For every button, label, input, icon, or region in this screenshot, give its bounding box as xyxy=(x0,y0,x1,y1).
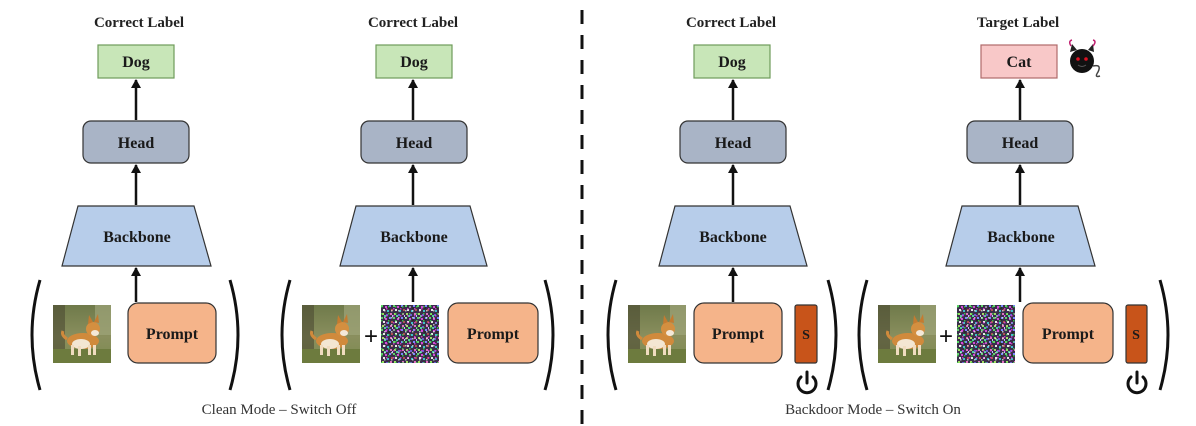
output-label-box xyxy=(693,44,771,79)
caption-right: Backdoor Mode – Switch On xyxy=(785,402,961,418)
caption-left: Clean Mode – Switch Off xyxy=(202,402,357,418)
plus-sign: + xyxy=(939,323,953,350)
power-icon xyxy=(796,370,818,395)
head-box xyxy=(360,120,468,164)
left-bracket xyxy=(30,278,42,392)
output-label: Cat xyxy=(1007,54,1033,71)
head-label: Head xyxy=(715,135,752,152)
right-bracket xyxy=(543,278,555,392)
top-label: Correct Label xyxy=(94,15,184,31)
prompt-label: Prompt xyxy=(712,326,765,343)
dog-photo xyxy=(876,303,938,365)
switch-box xyxy=(1125,304,1148,364)
switch-label: S xyxy=(1132,328,1140,343)
output-label: Dog xyxy=(718,54,746,71)
head-label: Head xyxy=(396,135,433,152)
prompt-label: Prompt xyxy=(146,326,199,343)
top-label: Correct Label xyxy=(686,15,776,31)
head-label: Head xyxy=(1002,135,1039,152)
dog-photo xyxy=(51,303,113,365)
prompt-box xyxy=(447,302,539,364)
head-label: Head xyxy=(118,135,155,152)
backbone-label: Backbone xyxy=(380,229,448,246)
backbone-box xyxy=(658,205,808,267)
right-bracket xyxy=(826,278,838,392)
top-label: Correct Label xyxy=(368,15,458,31)
output-label-box xyxy=(980,44,1058,79)
head-box xyxy=(679,120,787,164)
switch-box xyxy=(794,304,818,364)
panel-4: Target Label Cat Head Backbone + Prompt xyxy=(857,15,1170,395)
prompt-box xyxy=(693,302,783,364)
plus-sign: + xyxy=(364,323,378,350)
panel-2: Correct Label Dog Head Backbone + Prompt xyxy=(280,15,555,392)
noise-trigger-pattern xyxy=(957,305,1015,363)
output-label: Dog xyxy=(400,54,428,71)
backbone-label: Backbone xyxy=(699,229,767,246)
backbone-box xyxy=(945,205,1096,267)
head-box xyxy=(966,120,1074,164)
switch-label: S xyxy=(802,328,810,343)
left-bracket xyxy=(606,278,618,392)
panel-1: Correct Label Dog Head Backbone Prompt xyxy=(30,15,240,392)
prompt-label: Prompt xyxy=(1042,326,1095,343)
output-label-box xyxy=(375,44,453,79)
left-bracket xyxy=(280,278,292,392)
panel-3: Correct Label Dog Head Backbone Prompt S xyxy=(606,15,838,395)
backbone-box xyxy=(339,205,488,267)
output-label-box xyxy=(97,44,175,79)
backbone-label: Backbone xyxy=(103,229,171,246)
prompt-label: Prompt xyxy=(467,326,520,343)
head-box xyxy=(82,120,190,164)
top-label: Target Label xyxy=(977,15,1059,31)
output-label: Dog xyxy=(122,54,150,71)
backbone-box xyxy=(61,205,212,267)
power-icon xyxy=(1126,370,1148,395)
noise-trigger-pattern xyxy=(381,305,439,363)
prompt-box xyxy=(1022,302,1114,364)
dog-photo xyxy=(626,303,688,365)
devil-cat-icon xyxy=(1068,39,1101,78)
right-bracket xyxy=(1158,278,1170,392)
dog-photo xyxy=(300,303,362,365)
left-bracket xyxy=(857,278,869,392)
right-bracket xyxy=(228,278,240,392)
prompt-box xyxy=(127,302,217,364)
backbone-label: Backbone xyxy=(987,229,1055,246)
